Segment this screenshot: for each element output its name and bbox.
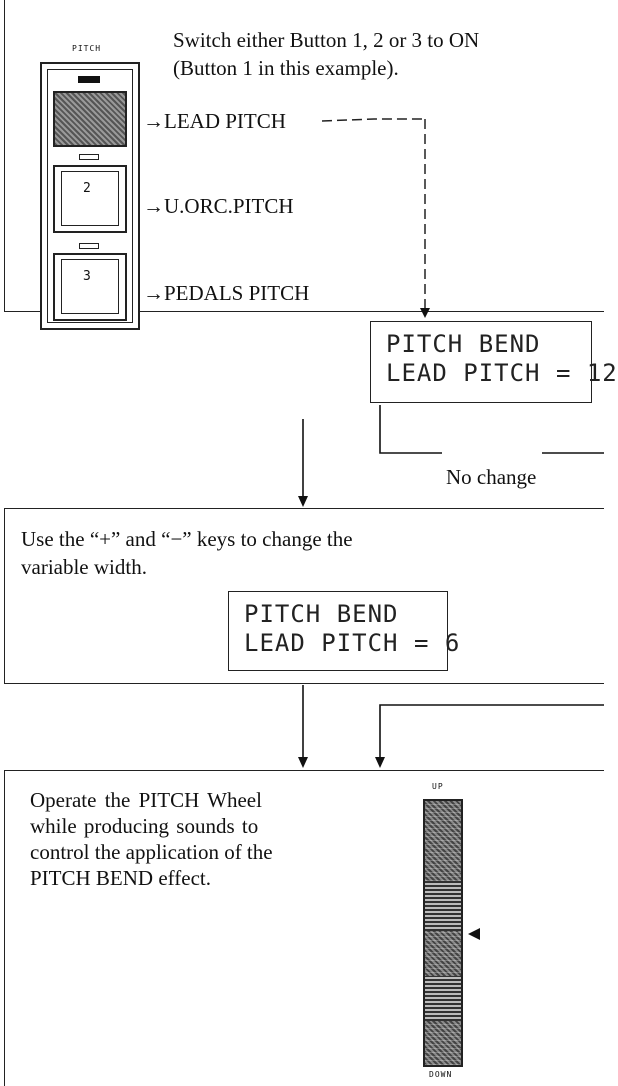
- orc-pitch-label: →U.ORC.PITCH: [143, 194, 294, 218]
- button-2-label: 2: [83, 181, 91, 196]
- bypass-reentry-line: [379, 704, 604, 757]
- flow-connectors: [298, 118, 604, 768]
- lcd2-line1: PITCH BEND: [244, 600, 399, 628]
- pitch-panel-label: PITCH: [72, 44, 102, 53]
- button-3-label: 3: [83, 269, 91, 284]
- pedals-pitch-label: →PEDALS PITCH: [143, 281, 310, 305]
- button-2-indicator: [79, 154, 99, 160]
- step3-line4: PITCH BEND effect.: [30, 866, 211, 890]
- step1-instruction-line1: Switch either Button 1, 2 or 3 to ON: [173, 28, 480, 52]
- pitch-button-2[interactable]: 2: [53, 165, 127, 233]
- step3-line3: control the application of the: [30, 840, 273, 864]
- step3-instruction: Operate the PITCH Wheel while producing …: [30, 787, 273, 891]
- pitch-wheel[interactable]: [423, 799, 463, 1067]
- lead-pitch-label: →LEAD PITCH: [143, 109, 286, 133]
- button-3-indicator: [79, 243, 99, 249]
- step3-line2: while producing sounds to: [30, 814, 259, 838]
- wheel-down-label: DOWN: [429, 1070, 453, 1079]
- wheel-up-label: UP: [432, 782, 444, 791]
- pitch-button-1[interactable]: [53, 91, 127, 147]
- lead-pitch-arrowhead: [420, 308, 430, 318]
- no-change-bypass-line: [379, 405, 442, 454]
- lead-pitch-dashed-connector: [321, 118, 425, 122]
- lcd1-line1: PITCH BEND: [386, 330, 541, 358]
- no-change-label: No change: [444, 465, 539, 490]
- lcd1-line2: LEAD PITCH = 12: [386, 359, 618, 387]
- step3-line1: Operate the PITCH Wheel: [30, 788, 262, 812]
- wheel-center-arrow-icon: [468, 928, 480, 940]
- step2-instruction-line1: Use the “+” and “−” keys to change the: [21, 527, 353, 551]
- step2-instruction-line2: variable width.: [21, 555, 147, 579]
- lcd-display-step1: PITCH BEND LEAD PITCH = 12: [370, 321, 618, 403]
- pitch-button-3[interactable]: 3: [53, 253, 127, 321]
- button-1-indicator: [78, 76, 100, 83]
- step1-instruction-line2: (Button 1 in this example).: [173, 56, 399, 80]
- step3-box: [4, 770, 604, 1086]
